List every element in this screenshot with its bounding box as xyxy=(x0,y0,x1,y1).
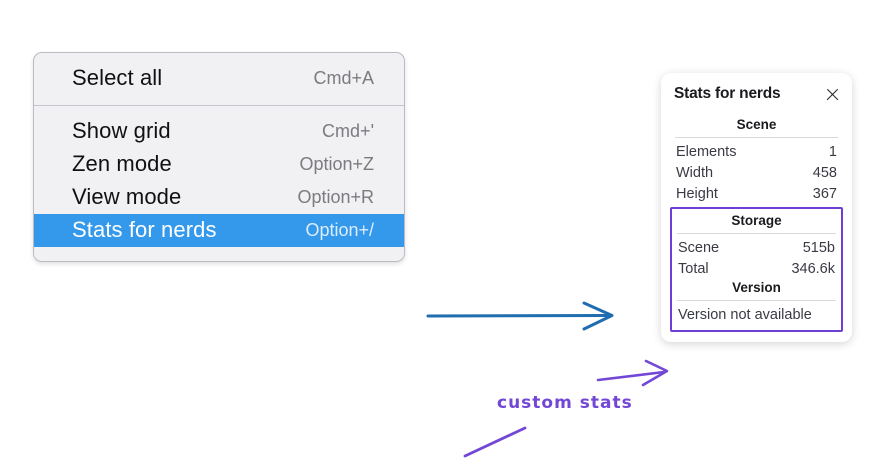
menu-item-shortcut: Cmd+A xyxy=(313,67,374,88)
menu-item-select-all[interactable]: Select all Cmd+A xyxy=(34,62,404,95)
stat-row: Width 458 xyxy=(671,162,842,183)
stat-key: Width xyxy=(676,164,714,181)
stat-row: Total 346.6k xyxy=(673,258,840,279)
section-scene: Scene Elements 1 Width 458 Height 367 xyxy=(671,116,842,204)
stat-value: 1 xyxy=(828,143,837,160)
stat-value: 515b xyxy=(802,239,835,256)
stat-key: Scene xyxy=(678,239,720,256)
context-menu[interactable]: Select all Cmd+A Show grid Cmd+' Zen mod… xyxy=(33,52,405,262)
menu-group-1: Select all Cmd+A xyxy=(34,53,404,105)
menu-item-label: Select all xyxy=(72,65,163,90)
custom-stats-highlight-box: Storage Scene 515b Total 346.6k Version … xyxy=(670,207,843,332)
stat-value: 367 xyxy=(812,185,837,202)
menu-item-view-mode[interactable]: View mode Option+R xyxy=(34,181,404,214)
stat-row: Elements 1 xyxy=(671,141,842,162)
menu-item-shortcut: Cmd+' xyxy=(322,120,374,141)
menu-item-label: Zen mode xyxy=(72,151,172,176)
menu-bottom-padding xyxy=(34,247,404,261)
close-icon[interactable] xyxy=(825,87,840,102)
section-storage: Storage Scene 515b Total 346.6k xyxy=(673,212,840,279)
panel-title: Stats for nerds xyxy=(674,85,781,102)
stat-key: Elements xyxy=(676,143,737,160)
section-divider xyxy=(675,137,838,138)
annotation-caption: custom stats xyxy=(497,393,633,413)
stats-for-nerds-panel: Stats for nerds Scene Elements 1 Width 4… xyxy=(661,73,852,342)
section-divider xyxy=(677,233,836,234)
stat-value: 346.6k xyxy=(791,260,835,277)
menu-item-label: Stats for nerds xyxy=(72,217,217,242)
purple-arrow-icon xyxy=(463,359,669,458)
version-text: Version not available xyxy=(678,307,812,323)
panel-header: Stats for nerds xyxy=(671,85,842,103)
stat-value: 458 xyxy=(812,164,837,181)
stat-row: Scene 515b xyxy=(673,237,840,258)
menu-item-label: Show grid xyxy=(72,118,171,143)
section-divider xyxy=(677,300,836,301)
menu-item-show-grid[interactable]: Show grid Cmd+' xyxy=(34,115,404,148)
menu-item-stats-for-nerds[interactable]: Stats for nerds Option+/ xyxy=(34,214,404,247)
section-heading: Scene xyxy=(736,117,777,132)
menu-item-label: View mode xyxy=(72,184,182,209)
menu-group-2: Show grid Cmd+' Zen mode Option+Z View m… xyxy=(34,105,404,261)
section-heading: Version xyxy=(732,280,781,295)
stat-key: Total xyxy=(678,260,709,277)
stat-key: Height xyxy=(676,185,718,202)
stat-row: Height 367 xyxy=(671,183,842,204)
section-heading: Storage xyxy=(731,213,782,228)
menu-item-zen-mode[interactable]: Zen mode Option+Z xyxy=(34,148,404,181)
menu-item-shortcut: Option+Z xyxy=(299,153,374,174)
blue-arrow-icon xyxy=(426,301,614,331)
menu-item-shortcut: Option+R xyxy=(297,186,374,207)
menu-item-shortcut: Option+/ xyxy=(305,219,374,240)
section-version: Version Version not available xyxy=(673,279,840,325)
